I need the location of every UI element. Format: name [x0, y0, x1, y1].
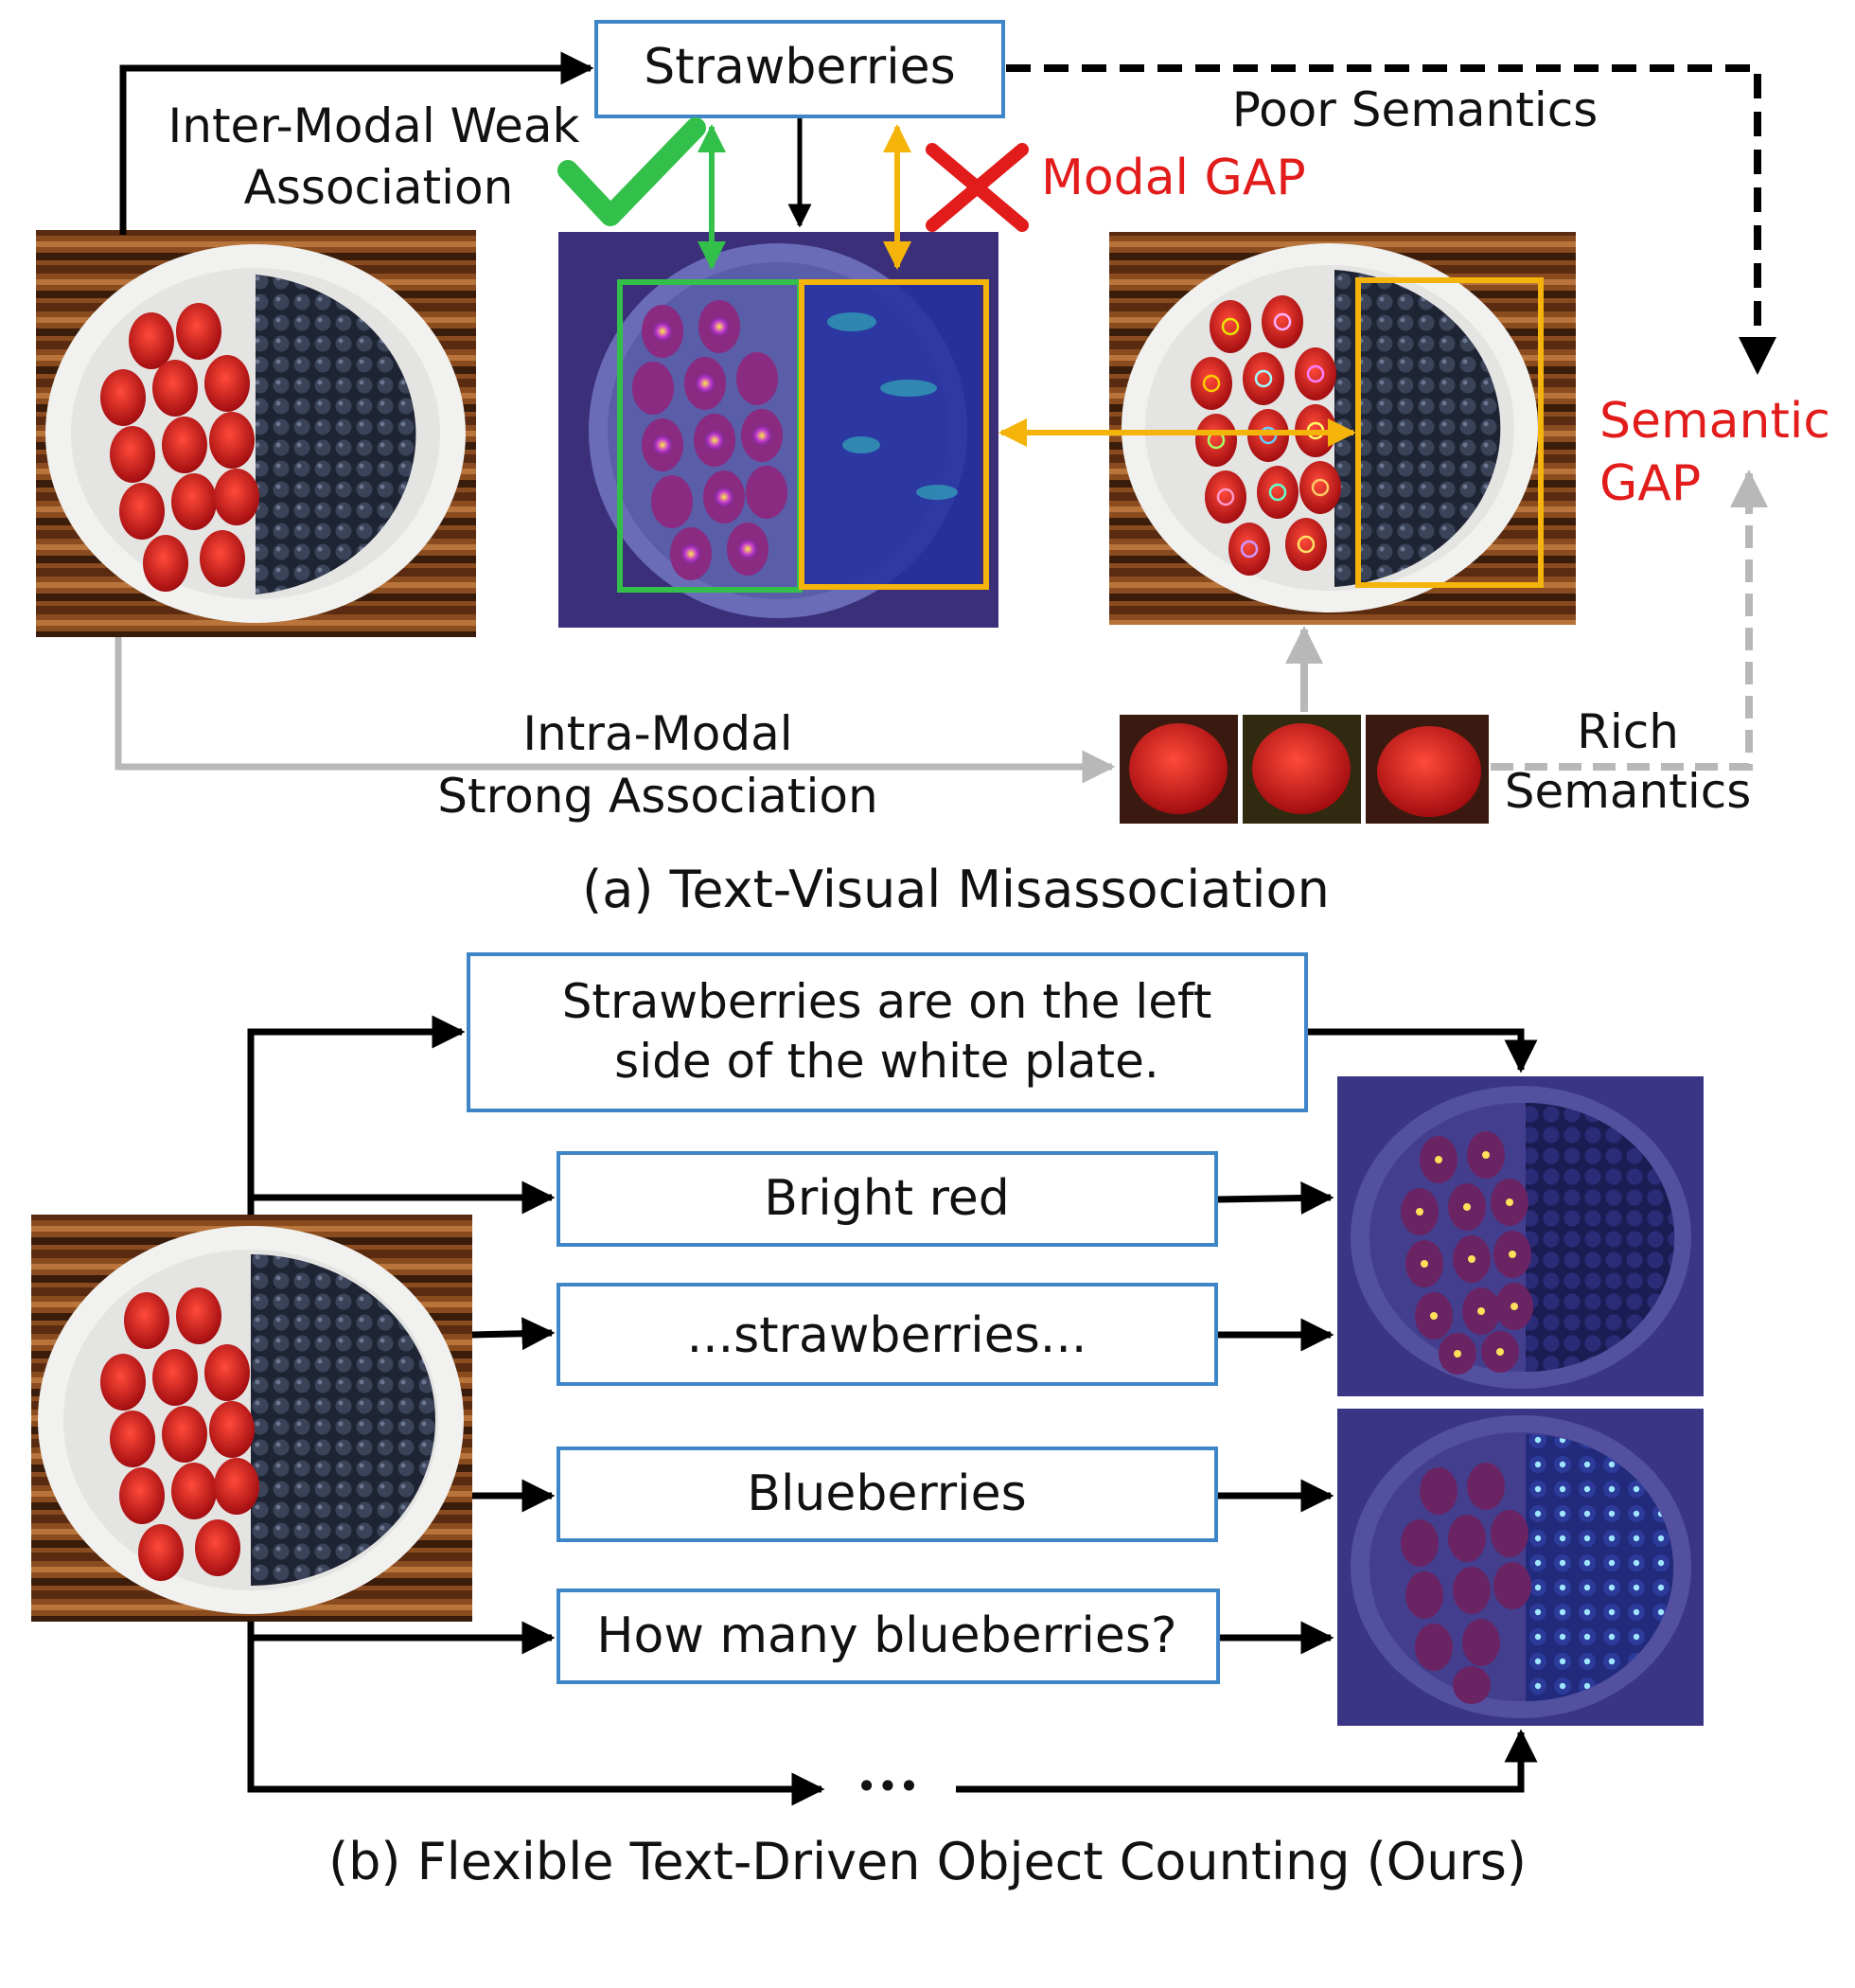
- prompt-bright-red: Bright red: [764, 1170, 1010, 1227]
- prompt-strawberries-ellipsis: ...strawberries...: [687, 1307, 1087, 1364]
- prompt-box-bright-red: [556, 1151, 1218, 1247]
- prompt-box-strawberries: [556, 1283, 1218, 1386]
- query-box-top: [594, 20, 1005, 118]
- rich-label-line1: Rich: [1577, 704, 1679, 759]
- intra-modal-arrow: [115, 637, 1116, 784]
- prompt-blueberries: Blueberries: [747, 1465, 1026, 1522]
- query-label-top: Strawberries: [644, 39, 956, 96]
- caption-a: (a) Text-Visual Misassociation: [582, 860, 1330, 919]
- output-blueberries-map: [1337, 1409, 1704, 1726]
- prompt-box-blueberries: [556, 1447, 1218, 1542]
- source-image-top: [36, 230, 476, 637]
- intra-modal-label-line2: Strong Association: [437, 769, 877, 824]
- inter-modal-arrow: [119, 51, 594, 235]
- blueberry-region-box-right: [1355, 277, 1544, 588]
- inter-modal-label-line2: Association: [244, 160, 514, 215]
- poor-semantics-label: Poor Semantics: [1232, 82, 1599, 137]
- modal-gap-label: Modal GAP: [1041, 150, 1306, 206]
- output-strawberries-map: [1337, 1076, 1704, 1396]
- semantic-gap-line1: Semantic: [1599, 393, 1830, 450]
- prompt-sentence-line2: side of the white plate.: [614, 1034, 1159, 1089]
- prompt-box-sentence: [467, 952, 1308, 1112]
- rich-semantics-arrow: [1491, 470, 1768, 771]
- more-prompts-ellipsis: •••: [856, 1766, 919, 1807]
- prompt-arrows: [247, 1015, 1538, 1806]
- strawberry-crops: [1120, 715, 1489, 824]
- check-icon: [557, 117, 706, 226]
- semantic-gap-line2: GAP: [1599, 455, 1701, 512]
- keypoint-image-top: [1109, 232, 1576, 625]
- source-image-bottom: [31, 1215, 472, 1622]
- heatmap-image-top: [558, 232, 998, 628]
- caption-b: (b) Flexible Text-Driven Object Counting…: [328, 1832, 1527, 1891]
- rich-label-line2: Semantics: [1505, 764, 1752, 819]
- poor-semantics-arrow: [1006, 64, 1776, 375]
- intra-modal-label-line1: Intra-Modal: [522, 706, 792, 761]
- prompt-how-many: How many blueberries?: [596, 1607, 1176, 1664]
- inter-modal-label-line1: Inter-Modal Weak: [168, 98, 580, 153]
- blueberry-region-box: [799, 279, 989, 590]
- cross-icon: [926, 143, 1029, 232]
- prompt-box-how-many: [556, 1589, 1220, 1684]
- prompt-sentence-line1: Strawberries are on the left: [562, 974, 1212, 1029]
